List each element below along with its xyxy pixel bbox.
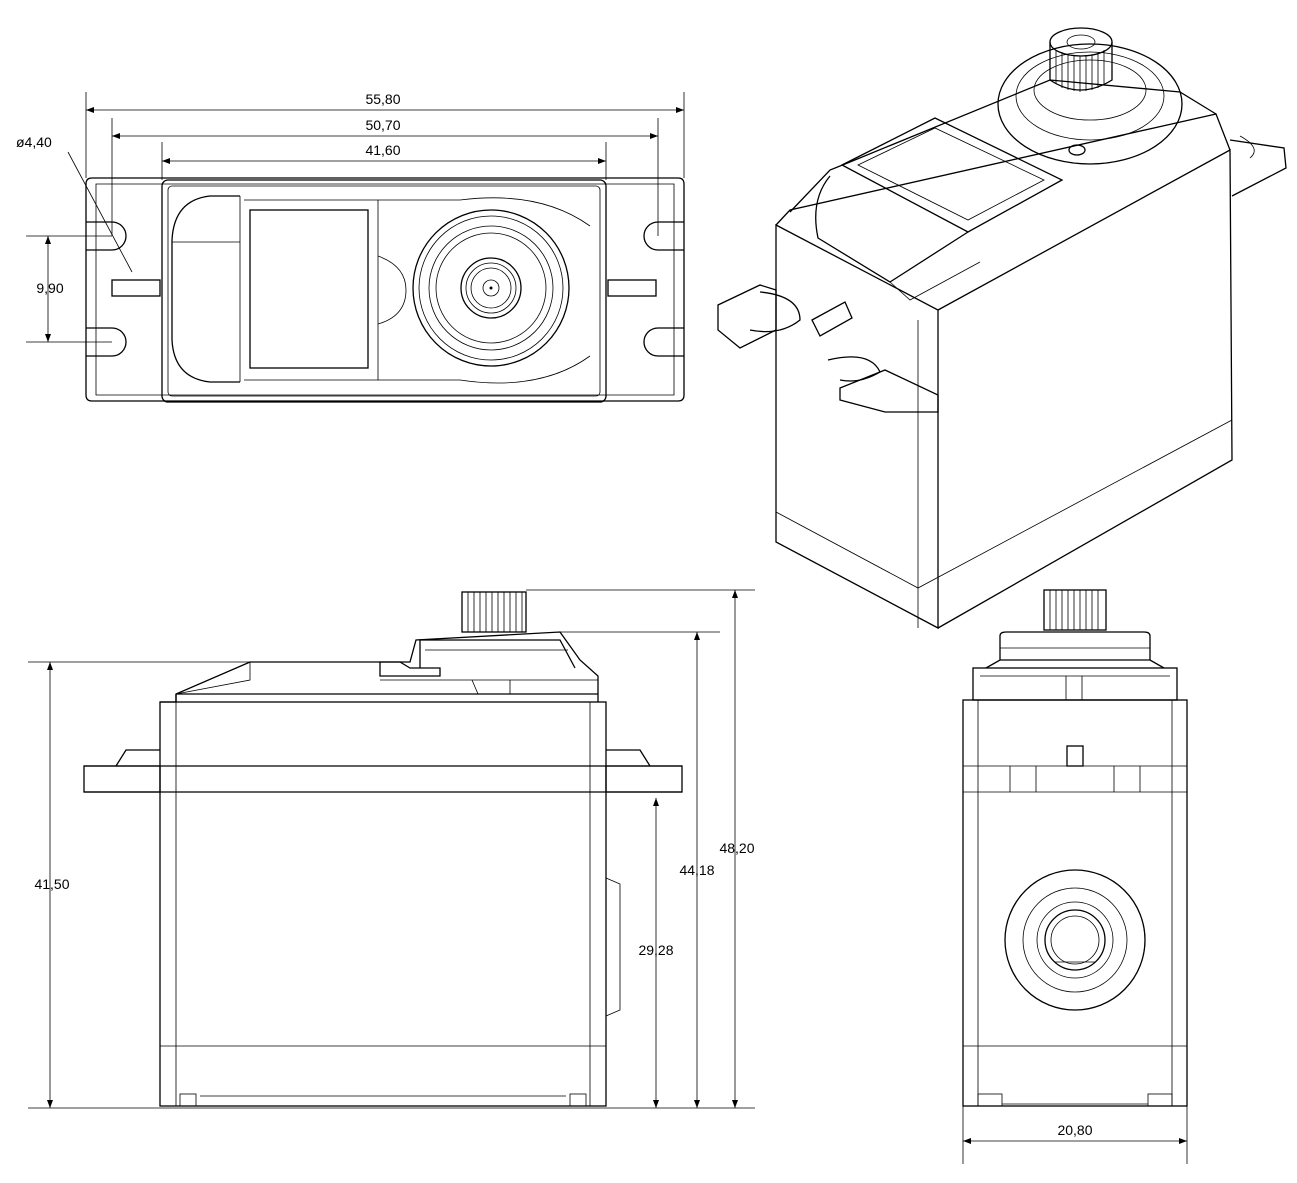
dim-hole-spacing-width: 9,90	[36, 280, 63, 296]
dim-hole-diameter: ø4,40	[16, 134, 52, 150]
side-view-dimensions: 41,50 44,18 48,20 29,28	[28, 589, 755, 1109]
top-view-dimensions: 55,80 50,70 41,60 ø4,40 9,90	[16, 91, 685, 343]
dim-overall-length: 55,80	[365, 91, 400, 107]
top-view	[85, 177, 685, 403]
dim-flange-height: 29,28	[638, 942, 673, 958]
dimension-arrowheads	[45, 107, 1187, 1144]
end-view-dimensions: 20,80	[962, 1106, 1188, 1164]
dim-body-length: 41,60	[365, 142, 400, 158]
isometric-view	[717, 27, 1287, 630]
dim-hole-spacing-length: 50,70	[365, 117, 400, 133]
dim-body-height: 41,50	[34, 876, 69, 892]
dim-body-width: 20,80	[1057, 1122, 1092, 1138]
end-view	[962, 589, 1188, 1107]
dim-horn-height: 44,18	[679, 862, 714, 878]
dim-overall-height: 48,20	[719, 840, 754, 856]
side-view	[83, 591, 683, 1107]
